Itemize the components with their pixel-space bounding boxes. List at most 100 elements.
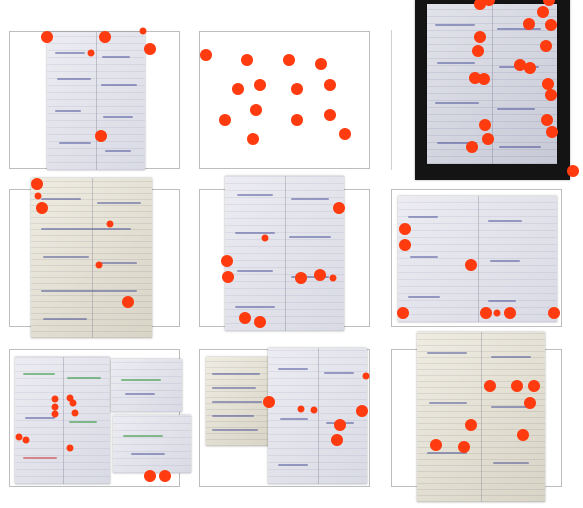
annotation-marker[interactable] bbox=[537, 6, 549, 18]
annotation-marker[interactable] bbox=[548, 307, 560, 319]
annotation-marker[interactable] bbox=[474, 31, 486, 43]
annotation-marker[interactable] bbox=[71, 409, 79, 417]
sketch-photo-7a bbox=[15, 357, 110, 484]
annotation-marker[interactable] bbox=[543, 0, 555, 6]
annotation-marker[interactable] bbox=[219, 114, 231, 126]
annotation-marker[interactable] bbox=[524, 397, 536, 409]
annotation-marker[interactable] bbox=[474, 0, 486, 10]
sketch-photo-1 bbox=[47, 32, 145, 170]
annotation-marker[interactable] bbox=[34, 192, 42, 200]
annotation-marker[interactable] bbox=[333, 202, 345, 214]
annotation-marker[interactable] bbox=[51, 403, 59, 411]
annotation-marker[interactable] bbox=[291, 83, 303, 95]
annotation-marker[interactable] bbox=[493, 309, 501, 317]
annotation-marker[interactable] bbox=[511, 380, 523, 392]
annotation-marker[interactable] bbox=[465, 419, 477, 431]
sketch-photo-8a bbox=[206, 357, 271, 446]
annotation-marker[interactable] bbox=[399, 223, 411, 235]
annotation-marker[interactable] bbox=[480, 307, 492, 319]
sketch-photo-8b bbox=[268, 348, 367, 484]
annotation-marker[interactable] bbox=[517, 429, 529, 441]
annotation-marker[interactable] bbox=[22, 436, 30, 444]
annotation-marker[interactable] bbox=[541, 114, 553, 126]
annotation-marker[interactable] bbox=[484, 380, 496, 392]
annotation-marker[interactable] bbox=[465, 259, 477, 271]
annotation-marker[interactable] bbox=[430, 439, 442, 451]
annotation-marker[interactable] bbox=[261, 234, 269, 242]
annotation-marker[interactable] bbox=[66, 394, 74, 402]
annotation-marker[interactable] bbox=[399, 239, 411, 251]
annotation-marker[interactable] bbox=[144, 43, 156, 55]
annotation-marker[interactable] bbox=[51, 410, 59, 418]
annotation-marker[interactable] bbox=[159, 470, 171, 482]
annotation-marker[interactable] bbox=[523, 18, 535, 30]
annotation-marker[interactable] bbox=[478, 73, 490, 85]
annotation-marker[interactable] bbox=[263, 396, 275, 408]
annotation-marker[interactable] bbox=[472, 45, 484, 57]
thumbnail-cell-2[interactable] bbox=[199, 31, 370, 169]
annotation-marker[interactable] bbox=[479, 119, 491, 131]
annotation-marker[interactable] bbox=[528, 380, 540, 392]
sketch-photo-7c bbox=[113, 415, 191, 473]
annotation-marker[interactable] bbox=[283, 54, 295, 66]
annotation-marker[interactable] bbox=[15, 433, 23, 441]
annotation-marker[interactable] bbox=[41, 31, 53, 43]
annotation-marker[interactable] bbox=[66, 444, 74, 452]
annotation-marker[interactable] bbox=[545, 19, 557, 31]
annotation-marker[interactable] bbox=[295, 272, 307, 284]
annotation-marker[interactable] bbox=[95, 261, 103, 269]
annotation-marker[interactable] bbox=[36, 202, 48, 214]
annotation-marker[interactable] bbox=[254, 316, 266, 328]
annotation-marker[interactable] bbox=[310, 406, 318, 414]
annotation-marker[interactable] bbox=[144, 470, 156, 482]
annotation-marker[interactable] bbox=[362, 372, 370, 380]
sketch-photo-7b bbox=[111, 359, 182, 412]
annotation-marker[interactable] bbox=[239, 312, 251, 324]
annotation-marker[interactable] bbox=[99, 31, 111, 43]
annotation-marker[interactable] bbox=[222, 271, 234, 283]
annotation-marker[interactable] bbox=[504, 307, 516, 319]
annotation-marker[interactable] bbox=[241, 54, 253, 66]
annotation-marker[interactable] bbox=[542, 78, 554, 90]
annotation-marker[interactable] bbox=[324, 109, 336, 121]
annotation-marker[interactable] bbox=[540, 40, 552, 52]
annotation-marker[interactable] bbox=[106, 220, 114, 228]
annotation-marker[interactable] bbox=[483, 0, 495, 6]
annotation-marker[interactable] bbox=[221, 255, 233, 267]
annotation-marker[interactable] bbox=[356, 405, 368, 417]
annotation-marker[interactable] bbox=[31, 178, 43, 190]
annotation-marker[interactable] bbox=[232, 83, 244, 95]
annotation-marker[interactable] bbox=[200, 49, 212, 61]
annotation-marker[interactable] bbox=[524, 62, 536, 74]
annotation-marker[interactable] bbox=[339, 128, 351, 140]
annotation-marker[interactable] bbox=[545, 89, 557, 101]
sketch-photo-4 bbox=[31, 178, 152, 338]
annotation-marker[interactable] bbox=[315, 58, 327, 70]
annotation-marker[interactable] bbox=[250, 104, 262, 116]
annotation-marker[interactable] bbox=[514, 59, 526, 71]
annotation-marker[interactable] bbox=[546, 126, 558, 138]
annotation-marker[interactable] bbox=[87, 49, 95, 57]
annotation-marker[interactable] bbox=[95, 130, 107, 142]
annotation-marker[interactable] bbox=[482, 133, 494, 145]
sketch-photo-5 bbox=[225, 176, 344, 331]
annotation-marker[interactable] bbox=[567, 165, 579, 177]
annotation-marker[interactable] bbox=[329, 274, 337, 282]
annotation-marker[interactable] bbox=[297, 405, 305, 413]
annotation-marker[interactable] bbox=[458, 441, 470, 453]
annotation-marker[interactable] bbox=[466, 141, 478, 153]
annotation-marker[interactable] bbox=[51, 395, 59, 403]
annotation-marker[interactable] bbox=[254, 79, 266, 91]
annotation-marker[interactable] bbox=[324, 79, 336, 91]
annotation-marker[interactable] bbox=[291, 114, 303, 126]
annotation-marker[interactable] bbox=[397, 307, 409, 319]
thumbnail-cell-6[interactable] bbox=[391, 189, 562, 327]
sketch-photo-3-backdrop bbox=[415, 0, 570, 180]
annotation-marker[interactable] bbox=[139, 27, 147, 35]
annotation-marker[interactable] bbox=[334, 419, 346, 431]
annotation-marker[interactable] bbox=[69, 399, 77, 407]
annotation-marker[interactable] bbox=[122, 296, 134, 308]
annotation-marker[interactable] bbox=[331, 434, 343, 446]
annotation-marker[interactable] bbox=[314, 269, 326, 281]
annotation-marker[interactable] bbox=[247, 133, 259, 145]
